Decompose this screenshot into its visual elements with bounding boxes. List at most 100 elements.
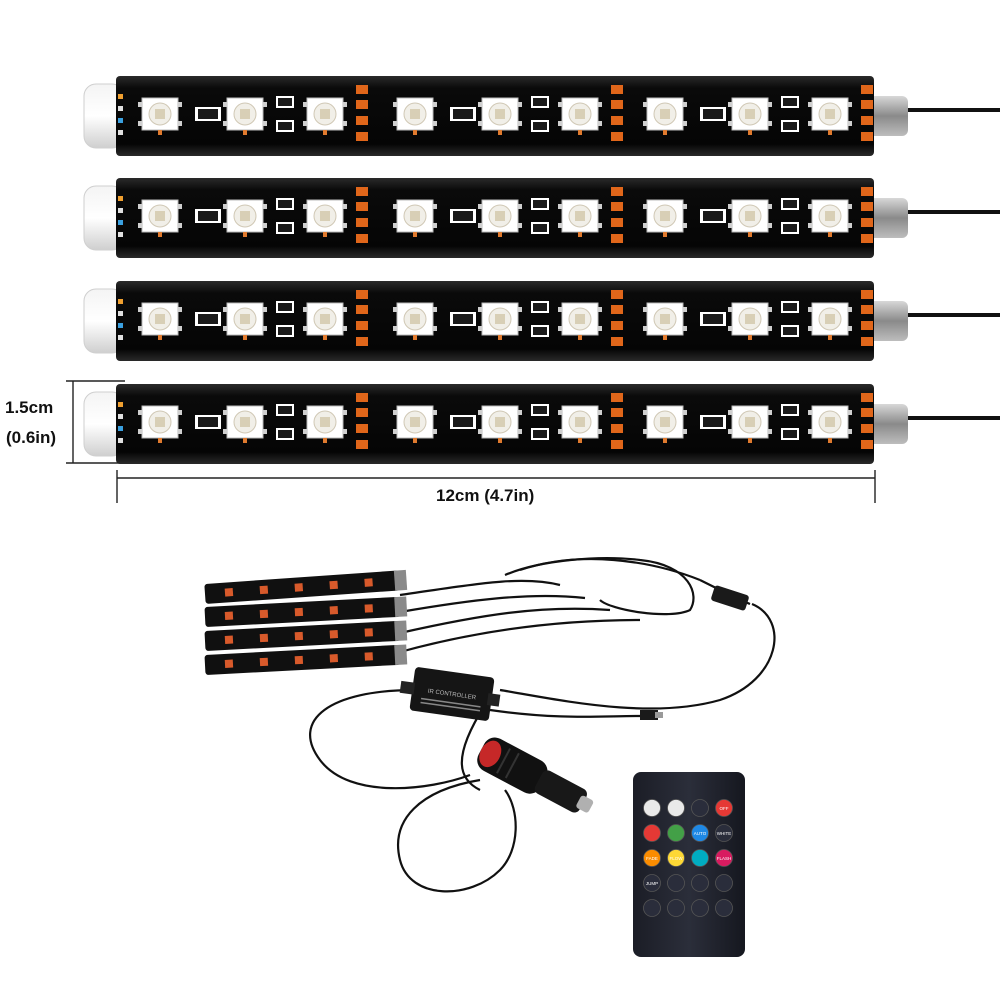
led-chip — [137, 97, 183, 136]
led-chip — [807, 97, 853, 136]
led-chip — [137, 199, 183, 238]
dimension-lines — [66, 380, 876, 503]
width-label: 12cm (4.7in) — [436, 486, 535, 505]
led-chip — [137, 302, 183, 341]
led-chip — [222, 302, 268, 341]
led-strip — [83, 178, 1000, 258]
led-chip — [392, 97, 438, 136]
resistor-chip — [195, 415, 221, 429]
led-chip — [302, 199, 348, 238]
remote-button[interactable] — [691, 824, 709, 842]
led-chip — [477, 405, 523, 444]
led-strip — [83, 281, 1000, 361]
remote-button[interactable] — [643, 799, 661, 817]
small-chip — [531, 120, 549, 132]
remote-button[interactable] — [715, 899, 733, 917]
led-chip — [392, 199, 438, 238]
small-chip — [781, 428, 799, 440]
car-lighter-plug — [477, 737, 594, 813]
led-chip — [642, 199, 688, 238]
resistor-chip — [450, 415, 476, 429]
cable-sleeve — [868, 198, 908, 238]
led-chip — [807, 199, 853, 238]
remote-button[interactable] — [691, 849, 709, 867]
resistor-chip — [195, 312, 221, 326]
resistor-chip — [195, 107, 221, 121]
small-chip — [531, 96, 549, 108]
resistor-chip — [700, 209, 726, 223]
connector-plug — [640, 585, 749, 720]
small-chip — [781, 120, 799, 132]
remote-button-label: AUTO — [694, 831, 707, 836]
small-chip — [781, 301, 799, 313]
small-chip — [276, 222, 294, 234]
remote-button[interactable] — [667, 899, 685, 917]
remote-button[interactable] — [667, 849, 685, 867]
led-chip — [477, 97, 523, 136]
led-chip — [392, 302, 438, 341]
height-metric-label: 1.5cm — [5, 398, 54, 417]
remote-button[interactable] — [691, 899, 709, 917]
led-chip — [642, 405, 688, 444]
remote-button[interactable] — [667, 799, 685, 817]
led-chip — [727, 97, 773, 136]
small-chip — [276, 96, 294, 108]
remote-button[interactable] — [715, 824, 733, 842]
remote-button-label: FLOW — [670, 856, 684, 861]
remote-button[interactable] — [715, 799, 733, 817]
cables — [309, 557, 776, 893]
small-chip — [276, 404, 294, 416]
height-imperial-label: (0.6in) — [6, 428, 57, 447]
led-chip — [222, 97, 268, 136]
remote-button[interactable] — [715, 849, 733, 867]
small-chip — [276, 120, 294, 132]
small-chip — [531, 428, 549, 440]
led-strip — [83, 384, 1000, 464]
led-chip — [222, 405, 268, 444]
resistor-chip — [700, 415, 726, 429]
remote-button[interactable] — [643, 849, 661, 867]
remote-button[interactable] — [643, 824, 661, 842]
mini-strips — [204, 569, 408, 675]
led-chip — [807, 302, 853, 341]
remote-button[interactable] — [667, 874, 685, 892]
remote-button-label: OFF — [720, 806, 729, 811]
remote-button[interactable] — [691, 799, 709, 817]
small-chip — [276, 301, 294, 313]
remote-button[interactable] — [667, 824, 685, 842]
remote-button[interactable] — [715, 874, 733, 892]
cable-sleeve — [868, 404, 908, 444]
remote-button[interactable] — [643, 899, 661, 917]
small-chip — [276, 198, 294, 210]
small-chip — [531, 198, 549, 210]
controller-box: IR CONTROLLER — [399, 667, 501, 721]
led-chip — [137, 405, 183, 444]
remote-button-label: FLASH — [717, 856, 732, 861]
led-chip — [477, 302, 523, 341]
small-chip — [781, 96, 799, 108]
led-chip — [727, 302, 773, 341]
led-chip — [302, 302, 348, 341]
led-chip — [727, 199, 773, 238]
led-chip — [302, 405, 348, 444]
remote-button[interactable] — [691, 874, 709, 892]
small-chip — [781, 404, 799, 416]
led-chip — [642, 302, 688, 341]
small-chip — [531, 222, 549, 234]
led-strips — [83, 76, 1000, 464]
led-chip — [557, 302, 603, 341]
led-chip — [557, 97, 603, 136]
resistor-chip — [195, 209, 221, 223]
led-chip — [557, 199, 603, 238]
remote-button-label: FADE — [646, 856, 658, 861]
resistor-chip — [450, 312, 476, 326]
small-chip — [781, 325, 799, 337]
remote-button[interactable] — [643, 874, 661, 892]
led-chip — [222, 199, 268, 238]
led-chip — [557, 405, 603, 444]
resistor-chip — [450, 107, 476, 121]
resistor-chip — [700, 107, 726, 121]
